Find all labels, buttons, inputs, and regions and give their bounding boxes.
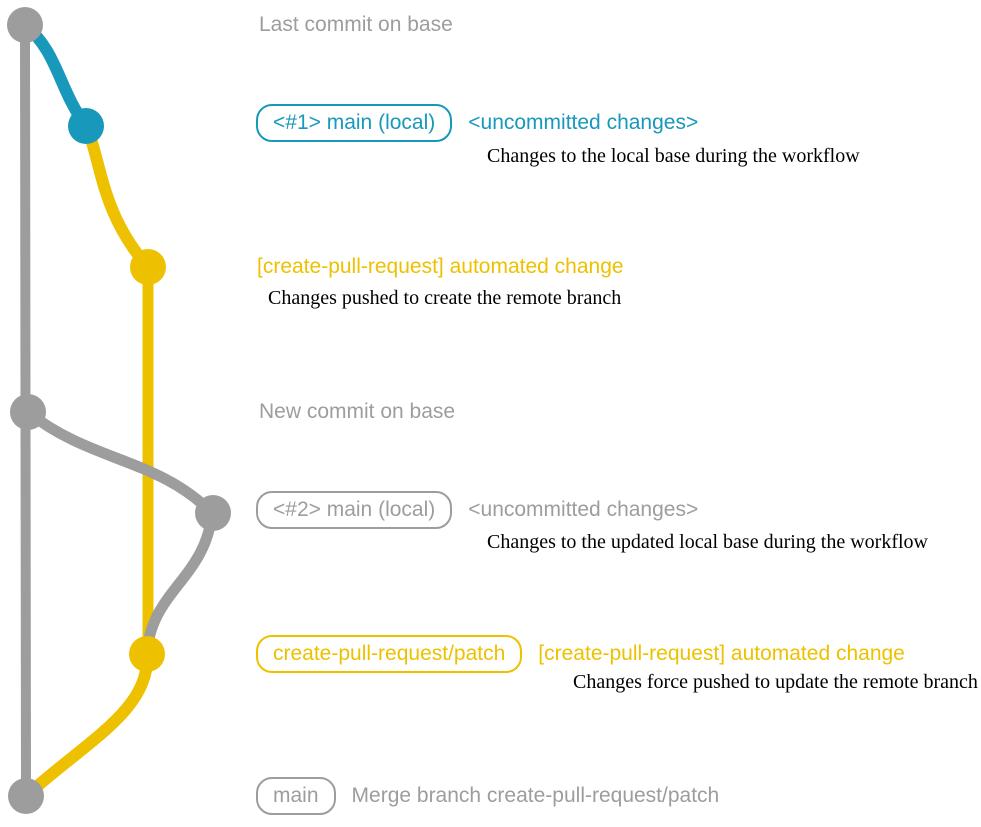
row-local-main-2: <#2> main (local) <uncommitted changes> [256, 491, 699, 530]
branch-badge-main: main [256, 777, 336, 816]
branch-badge-main-local-1: <#1> main (local) [256, 104, 453, 143]
annotation-new-commit: New commit on base [259, 400, 456, 423]
commit-node-new-commit [10, 394, 46, 430]
commit-node-merge [8, 778, 44, 814]
updated-base-curve [24, 407, 216, 517]
commit-node-last-commit [7, 7, 43, 43]
commit-node-local-main-2 [195, 495, 231, 531]
branch-badge-main-label: main [273, 784, 319, 807]
description-local-base-changes: Changes to the local base during the wor… [487, 145, 860, 167]
branch-badge-main-local-1-label: <#1> main (local) [273, 111, 436, 134]
status-uncommitted-changes-1: <uncommitted changes> [468, 111, 699, 134]
patch-merge-curve [21, 653, 154, 801]
annotation-last-commit: Last commit on base [259, 13, 453, 36]
row-merge: main Merge branch create-pull-request/pa… [256, 777, 720, 816]
description-force-push-update-remote: Changes force pushed to update the remot… [573, 671, 978, 693]
description-push-create-remote: Changes pushed to create the remote bran… [268, 287, 622, 309]
commit-node-local-main-1 [68, 108, 104, 144]
commit-node-automated-change-1 [130, 249, 166, 285]
rebase-curve [141, 512, 218, 655]
row-patch-branch: create-pull-request/patch [create-pull-r… [256, 635, 905, 674]
commit-message-automated-change-1: [create-pull-request] automated change [257, 255, 624, 278]
commit-message-automated-change-2: [create-pull-request] automated change [538, 642, 905, 665]
commit-node-automated-change-2 [129, 636, 165, 672]
branch-badge-main-local-2: <#2> main (local) [256, 491, 453, 530]
patch-branch-curve-top [80, 123, 153, 271]
description-updated-local-base-changes: Changes to the updated local base during… [487, 531, 928, 553]
branch-badge-create-pull-request-patch: create-pull-request/patch [256, 635, 523, 674]
row-local-main-1: <#1> main (local) <uncommitted changes> [256, 104, 699, 143]
status-uncommitted-changes-2: <uncommitted changes> [468, 498, 699, 521]
branch-badge-main-local-2-label: <#2> main (local) [273, 498, 436, 521]
commit-message-merge-branch: Merge branch create-pull-request/patch [351, 784, 720, 807]
branch-badge-create-pull-request-patch-label: create-pull-request/patch [273, 642, 506, 665]
